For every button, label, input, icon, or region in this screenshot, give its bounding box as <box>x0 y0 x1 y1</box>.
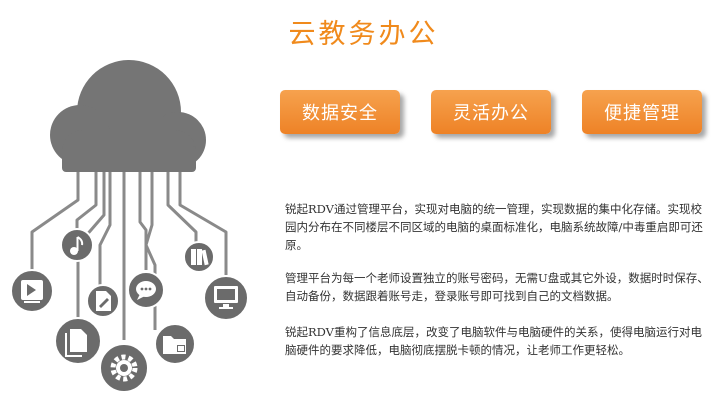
video-player-icon <box>21 280 43 303</box>
page-title: 云教务办公 <box>288 19 439 50</box>
cloud-icon <box>50 60 206 172</box>
book-icon <box>191 249 209 266</box>
monitor-icon <box>214 286 238 309</box>
paragraph-rdv-architecture: 锐起RDV重构了信息底层，改变了电脑软件与电脑硬件的关系，使得电脑运行对电脑硬件… <box>285 325 702 357</box>
paragraph-centralized-management: 锐起RDV通过管理平台，实现对电脑的统一管理，实现数据的集中化存储。实现校园内分… <box>285 202 703 252</box>
edit-file-icon <box>96 291 111 311</box>
music-note-icon <box>70 236 84 255</box>
gear-icon <box>110 354 138 382</box>
feature-flexible-office: 灵活办公 <box>431 90 551 134</box>
document-icon <box>65 329 87 357</box>
chat-icon <box>136 281 156 300</box>
paragraph-account-data: 管理平台为每一个老师设置独立的账号密码，无需U盘或其它外设，数据时时保存、自动备… <box>285 271 709 303</box>
feature-data-security: 数据安全 <box>280 90 400 134</box>
folder-lock-icon <box>163 336 186 354</box>
feature-easy-management: 便捷管理 <box>582 90 702 134</box>
